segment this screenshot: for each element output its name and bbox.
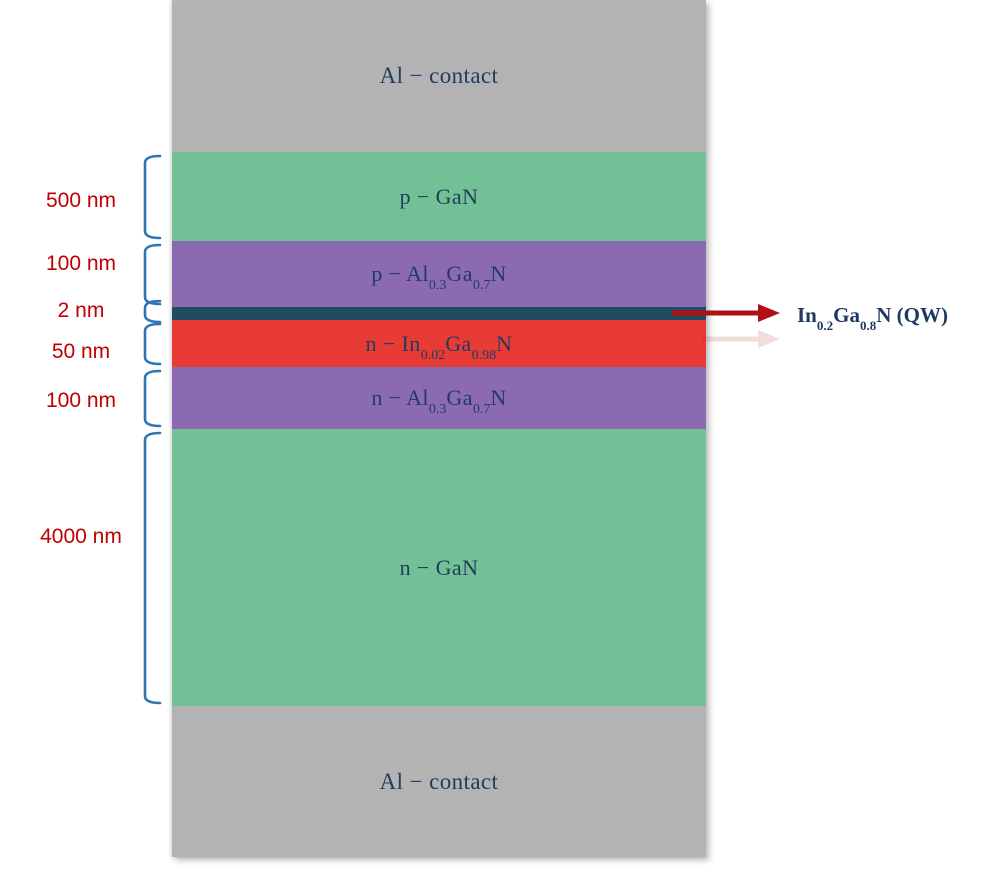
- bracket-n-ingan: [143, 322, 162, 366]
- bracket-p-algan: [143, 243, 162, 306]
- layer-label-n-gan: n − GaN: [399, 554, 479, 580]
- layer-label-p-gan: p − GaN: [399, 183, 479, 209]
- dimension-label-p-gan: 500 nm: [45, 189, 117, 212]
- layer-label-n-algan: n − Al0.3Ga0.7N: [371, 385, 507, 418]
- layer-al-contact-bottom: Al − contact: [172, 706, 706, 857]
- dimension-label-n-ingan: 50 nm: [51, 340, 111, 363]
- qw-annotation-text: In0.2Ga0.8N (QW): [797, 303, 948, 334]
- dimension-label-qw: 2 nm: [57, 299, 105, 322]
- layer-label-al-contact-top: Al − contact: [379, 63, 499, 88]
- layer-stack: Al − contact p − GaN p − Al0.3Ga0.7N n − In…: [172, 0, 706, 857]
- bracket-column: [143, 154, 162, 705]
- bracket-qw: [143, 299, 162, 324]
- layer-label-n-ingan: n − In0.02Ga0.98N: [365, 330, 513, 363]
- dimension-label-n-gan: 4000 nm: [40, 525, 122, 548]
- layer-label-al-contact-bottom: Al − contact: [379, 768, 499, 794]
- layer-n-gan: n − GaN: [172, 429, 706, 706]
- qw-annotation-label: In0.2Ga0.8N (QW): [797, 300, 948, 334]
- bracket-p-gan: [143, 154, 162, 240]
- dimension-label-p-algan: 100 nm: [45, 252, 117, 275]
- bracket-n-gan: [143, 431, 162, 705]
- layer-p-gan: p − GaN: [172, 152, 706, 241]
- layer-qw: [172, 307, 706, 320]
- layer-p-algan: p − Al0.3Ga0.7N: [172, 241, 706, 307]
- layer-label-p-algan: p − Al0.3Ga0.7N: [371, 261, 507, 294]
- bracket-n-algan: [143, 369, 162, 428]
- layer-n-algan: n − Al0.3Ga0.7N: [172, 367, 706, 429]
- qw-arrow-icon: [672, 304, 780, 348]
- dimension-label-n-algan: 100 nm: [45, 389, 117, 412]
- layer-n-ingan: n − In0.02Ga0.98N: [172, 320, 706, 367]
- layer-al-contact-top: Al − contact: [172, 0, 706, 152]
